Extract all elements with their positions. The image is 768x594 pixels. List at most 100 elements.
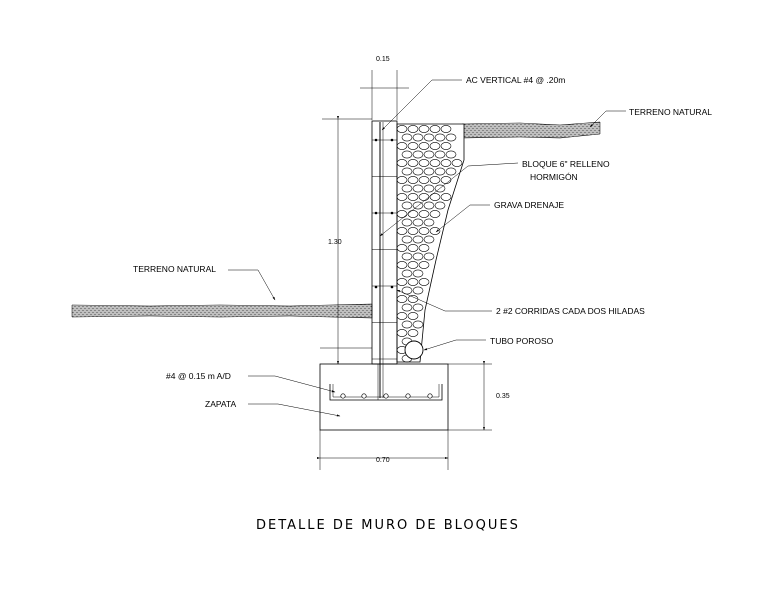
leader-lines: [228, 79, 626, 417]
gravel-stone: [418, 244, 430, 252]
gravel-stone: [407, 159, 419, 167]
gravel-stone: [434, 167, 446, 176]
footing-bar: [427, 393, 433, 399]
gravel-stone: [423, 201, 435, 210]
gravel-stone: [445, 150, 457, 159]
gravel-stone: [407, 176, 419, 184]
gravel-stone: [407, 227, 419, 235]
gravel-stone: [418, 176, 430, 184]
footing-bar: [340, 393, 346, 399]
natural-ground-right-label: TERRENO NATURAL: [629, 107, 712, 117]
rebar-vertical-label: AC VERTICAL #4 @ .20m: [466, 75, 565, 85]
gravel-stone: [407, 261, 419, 269]
gravel-stone: [401, 201, 413, 210]
gravel-stone: [434, 201, 446, 210]
block-label-line1: BLOQUE 6" RELLENO: [522, 159, 610, 169]
gravel-stone: [412, 303, 424, 312]
gravel-stone: [434, 133, 446, 142]
footing-rebar-label: #4 @ 0.15 m A/D: [166, 371, 231, 381]
gravel-stone: [412, 286, 424, 295]
gravel-stone: [407, 244, 419, 252]
gravel-stone: [451, 159, 463, 167]
gravel-stone: [412, 133, 424, 142]
ground-left: [71, 303, 373, 319]
gravel-stone: [407, 125, 419, 133]
gravel-stone: [412, 167, 424, 176]
gravel-stone: [401, 218, 413, 227]
dimension-lines: [316, 70, 492, 470]
bond-bar: [374, 211, 378, 215]
gravel-stone: [423, 235, 435, 244]
gravel-stone: [412, 201, 424, 210]
gravel-stone: [407, 278, 419, 286]
gravel-stone: [429, 176, 441, 184]
gravel-stone: [407, 329, 419, 337]
gravel-stone: [407, 142, 419, 150]
gravel-stone: [401, 286, 413, 295]
gravel-stone: [401, 320, 413, 329]
gravel-stone: [418, 125, 430, 133]
gravel-stone: [412, 320, 424, 329]
gravel-stone: [401, 303, 413, 312]
ground-right: [461, 121, 601, 139]
footing-bar: [405, 393, 411, 399]
gravel-stone: [429, 227, 441, 235]
natural-ground-left-label: TERRENO NATURAL: [133, 264, 216, 274]
gravel-stone: [445, 167, 457, 176]
gravel-stone: [440, 193, 452, 201]
gravel-stone: [401, 269, 413, 278]
gravel-stone: [407, 312, 419, 320]
gravel-stone: [412, 235, 424, 244]
bond-beam-label: 2 #2 CORRIDAS CADA DOS HILADAS: [496, 306, 645, 316]
gravel-stone: [418, 159, 430, 167]
gravel-stone: [429, 142, 441, 150]
gravel-stone: [401, 150, 413, 159]
gravel-stone: [412, 184, 424, 193]
gravel-stone: [401, 133, 413, 142]
bond-bar: [374, 138, 378, 142]
dim-wall-thickness: 0.15: [376, 56, 390, 63]
dim-wall-height: 1.30: [328, 239, 342, 246]
gravel-stone: [412, 252, 424, 261]
gravel-stone: [412, 150, 424, 159]
gravel-stone: [401, 252, 413, 261]
gravel-stone: [429, 159, 441, 167]
bond-bar: [374, 285, 378, 289]
bond-bar: [390, 138, 394, 142]
bond-bar: [390, 211, 394, 215]
gravel-stone: [418, 210, 430, 218]
gravel-stone: [423, 252, 435, 261]
gravel-stone: [434, 150, 446, 159]
gravel-stone: [418, 278, 430, 286]
block-wall: [371, 120, 398, 398]
drain-gravel-label: GRAVA DRENAJE: [494, 200, 564, 210]
gravel-stone: [412, 218, 424, 227]
gravel-stone: [423, 184, 435, 193]
footing-label: ZAPATA: [205, 399, 237, 409]
block-label-line2: HORMIGÓN: [530, 172, 578, 182]
dim-footing-height: 0.35: [496, 393, 510, 400]
gravel-stone: [440, 125, 452, 133]
gravel-stone: [423, 218, 435, 227]
dim-footing-width: 0.70: [376, 457, 390, 464]
porous-pipe-label: TUBO POROSO: [490, 336, 554, 346]
gravel-stone: [423, 167, 435, 176]
porous-pipe: [404, 340, 424, 360]
drainage-gravel: [396, 123, 465, 363]
drawing-title: DETALLE DE MURO DE BLOQUES: [256, 518, 520, 533]
gravel-stone: [429, 193, 441, 201]
gravel-stone: [423, 133, 435, 142]
footing-bar: [383, 393, 389, 399]
gravel-stone: [401, 235, 413, 244]
gravel-stone: [445, 133, 457, 142]
gravel-stone: [407, 193, 419, 201]
gravel-stone: [418, 142, 430, 150]
footing: [319, 363, 449, 431]
gravel-stone: [429, 210, 441, 218]
footing-bar: [361, 393, 367, 399]
gravel-stone: [440, 142, 452, 150]
gravel-stone: [401, 167, 413, 176]
bond-bar: [390, 285, 394, 289]
gravel-stone: [434, 184, 446, 193]
